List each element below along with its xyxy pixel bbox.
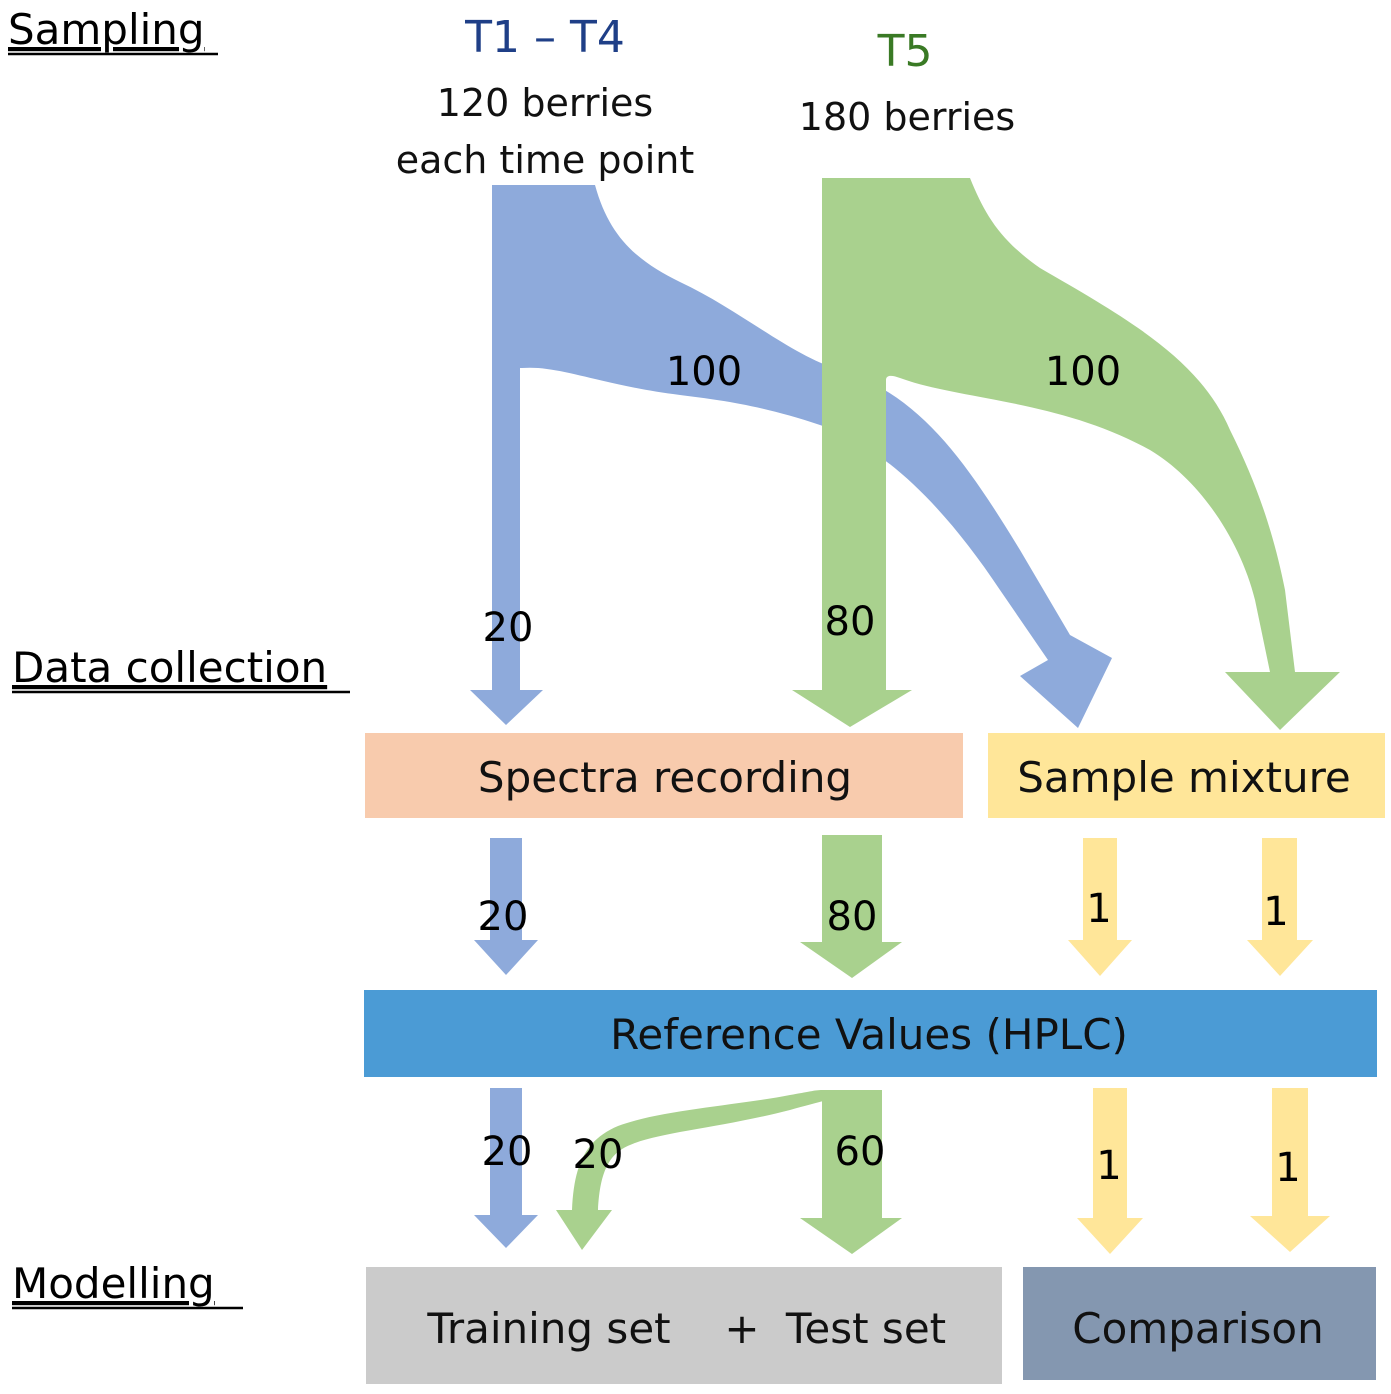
flow-label-mixture-a-to-ref: 1 [1086,886,1111,932]
flow-label-spectra-blue-to-ref: 20 [478,894,529,940]
flow-label-green-to-mixture: 100 [1045,349,1121,395]
training-test-box [366,1267,1002,1384]
group-t1-t4-line2: each time point [396,138,695,182]
group-t1-t4-line1: 120 berries [437,81,653,125]
green-flow-to-sample-mixture [886,178,1340,730]
section-label-modelling: Modelling [12,1259,215,1308]
green-flow-reference-to-test [800,1090,902,1254]
comparison-box [1023,1267,1376,1380]
yellow-flow-mixture-b-to-reference [1247,838,1313,976]
flow-label-ref-blue-to-training: 20 [482,1129,533,1175]
plus-sign: + [724,1304,759,1353]
flow-label-mixture-b-to-ref: 1 [1263,889,1288,935]
flow-label-ref-b-to-comparison: 1 [1275,1145,1300,1191]
spectra-recording-box [365,733,963,818]
flow-label-blue-to-spectra: 20 [483,605,534,651]
section-label-data-collection: Data collection [12,643,327,692]
group-title-t1-t4: T1 – T4 [464,12,625,63]
yellow-flow-mixture-a-to-reference [1068,838,1132,976]
flow-label-blue-to-mixture: 100 [666,349,742,395]
flow-label-ref-green-to-training: 20 [573,1132,624,1178]
blue-flow-reference-to-training [474,1088,538,1248]
blue-flow-spectra-to-reference [474,838,538,975]
yellow-flow-reference-b-to-comparison [1250,1088,1330,1252]
sample-mixture-box [988,733,1385,818]
spectra-recording-label: Spectra recording [478,753,852,802]
green-flow-reference-to-training [556,1090,850,1250]
blue-flow-to-sample-mixture [520,185,1112,728]
flow-label-ref-green-to-test: 60 [835,1129,886,1175]
yellow-flow-reference-a-to-comparison [1077,1088,1143,1254]
group-title-t5: T5 [877,26,933,77]
flow-label-green-to-spectra: 80 [825,599,876,645]
reference-values-label: Reference Values (HPLC) [610,1010,1128,1059]
blue-flow-to-spectra-recording [470,185,543,725]
section-label-sampling: Sampling [8,5,205,54]
comparison-label: Comparison [1072,1304,1323,1353]
sample-mixture-label: Sample mixture [1017,753,1351,802]
green-flow-spectra-to-reference [800,835,902,978]
test-set-label: Test set [785,1304,946,1353]
training-set-label: Training set [426,1304,670,1353]
flow-label-spectra-green-to-ref: 80 [827,894,878,940]
reference-values-box [364,990,1377,1077]
green-flow-to-spectra-recording [792,178,912,727]
flow-label-ref-a-to-comparison: 1 [1096,1143,1121,1189]
group-t5-line1: 180 berries [799,95,1015,139]
